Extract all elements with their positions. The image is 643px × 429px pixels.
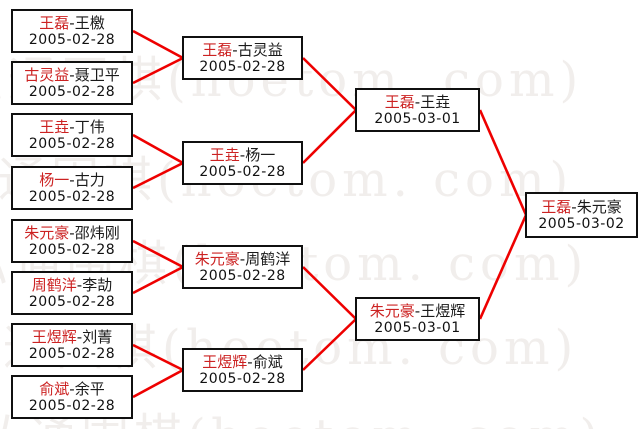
player-opponent: 杨一 (245, 145, 276, 164)
match-box-r1-1: 王磊-王檄 2005-02-28 (11, 9, 133, 53)
match-players: 王垚-杨一 (210, 146, 275, 164)
match-date: 2005-02-28 (28, 188, 116, 205)
player-opponent: 古力 (74, 170, 105, 189)
player-opponent: 王垚 (420, 92, 451, 111)
vs-dash: - (414, 301, 421, 320)
match-box-final: 王磊-朱元豪 2005-03-02 (525, 192, 638, 238)
player-opponent: 聂卫平 (74, 65, 120, 84)
match-players: 王磊-朱元豪 (541, 198, 621, 216)
match-date: 2005-02-28 (199, 58, 286, 75)
match-players: 杨一-古力 (39, 171, 104, 189)
match-date: 2005-02-28 (28, 135, 116, 152)
player-advancing: 周鹤洋 (31, 275, 77, 294)
match-date: 2005-02-28 (28, 397, 116, 414)
player-opponent: 古灵益 (237, 40, 283, 59)
match-players: 王垚-丁伟 (39, 118, 104, 136)
match-date: 2005-02-28 (199, 370, 286, 387)
match-players: 王磊-王垚 (385, 93, 450, 111)
vs-dash: - (247, 352, 253, 371)
match-players: 王煜辉-刘菁 (32, 328, 112, 346)
match-players: 古灵益-聂卫平 (24, 66, 119, 84)
match-players: 朱元豪-王煜辉 (370, 302, 465, 320)
player-opponent: 朱元豪 (576, 197, 622, 216)
player-opponent: 王煜辉 (420, 301, 466, 320)
player-advancing: 王垚 (209, 145, 240, 164)
player-opponent: 邵炜刚 (74, 223, 120, 242)
match-date: 2005-02-28 (199, 267, 286, 284)
match-date: 2005-03-01 (374, 319, 461, 336)
vs-dash: - (239, 145, 246, 164)
match-box-r1-3: 王垚-丁伟 2005-02-28 (11, 113, 133, 157)
match-box-r1-6: 周鹤洋-李劼 2005-02-28 (11, 271, 133, 315)
player-advancing: 俞斌 (39, 379, 70, 398)
match-players: 俞斌-余平 (39, 380, 104, 398)
player-opponent: 余平 (74, 379, 105, 398)
match-box-r1-4: 杨一-古力 2005-02-28 (11, 166, 133, 210)
player-advancing: 朱元豪 (24, 223, 70, 242)
vs-dash: - (69, 379, 75, 398)
player-advancing: 王磊 (384, 92, 415, 111)
match-box-sf-2: 朱元豪-王煜辉 2005-03-01 (355, 297, 480, 341)
match-date: 2005-03-01 (374, 110, 461, 127)
player-opponent: 王檄 (74, 13, 105, 32)
vs-dash: - (414, 92, 421, 111)
player-advancing: 杨一 (39, 170, 70, 189)
vs-dash: - (571, 197, 577, 216)
vs-dash: - (69, 13, 75, 32)
player-opponent: 周鹤洋 (245, 249, 291, 268)
match-box-r2-1: 王磊-古灵益 2005-02-28 (182, 36, 303, 80)
match-players: 王磊-王檄 (39, 14, 104, 32)
player-advancing: 朱元豪 (194, 249, 240, 268)
match-date: 2005-02-28 (28, 293, 116, 310)
watermark-text: 弘通围棋(hoetom. com) (0, 397, 603, 429)
match-players: 朱元豪-周鹤洋 (195, 250, 290, 268)
vs-dash: - (69, 65, 75, 84)
vs-dash: - (76, 275, 83, 294)
vs-dash: - (76, 327, 83, 346)
player-opponent: 刘菁 (82, 327, 113, 346)
player-opponent: 李劼 (82, 275, 113, 294)
match-players: 王磊-古灵益 (202, 41, 282, 59)
match-box-sf-1: 王磊-王垚 2005-03-01 (355, 88, 480, 132)
match-box-r2-2: 王垚-杨一 2005-02-28 (182, 141, 303, 185)
player-advancing: 王垚 (39, 117, 70, 136)
player-advancing: 朱元豪 (369, 301, 415, 320)
match-date: 2005-02-28 (28, 83, 116, 100)
vs-dash: - (69, 170, 75, 189)
match-players: 朱元豪-邵炜刚 (24, 224, 119, 242)
match-box-r2-3: 朱元豪-周鹤洋 2005-02-28 (182, 245, 303, 289)
vs-dash: - (232, 40, 238, 59)
vs-dash: - (239, 249, 246, 268)
match-box-r2-4: 王煜辉-俞斌 2005-02-28 (182, 348, 303, 392)
player-opponent: 丁伟 (74, 117, 105, 136)
player-advancing: 王磊 (541, 197, 572, 216)
match-date: 2005-02-28 (28, 31, 116, 48)
vs-dash: - (69, 117, 75, 136)
vs-dash: - (69, 223, 75, 242)
match-box-r1-8: 俞斌-余平 2005-02-28 (11, 375, 133, 419)
match-date: 2005-02-28 (199, 163, 286, 180)
player-advancing: 王煜辉 (202, 352, 248, 371)
match-date: 2005-02-28 (28, 241, 116, 258)
match-players: 周鹤洋-李劼 (32, 276, 112, 294)
player-opponent: 俞斌 (252, 352, 283, 371)
match-box-r1-2: 古灵益-聂卫平 2005-02-28 (11, 61, 133, 105)
match-date: 2005-03-02 (538, 215, 625, 232)
player-advancing: 古灵益 (24, 65, 70, 84)
match-box-r1-7: 王煜辉-刘菁 2005-02-28 (11, 323, 133, 367)
match-box-r1-5: 朱元豪-邵炜刚 2005-02-28 (11, 219, 133, 263)
match-date: 2005-02-28 (28, 345, 116, 362)
player-advancing: 王磊 (39, 13, 70, 32)
player-advancing: 王磊 (202, 40, 233, 59)
match-players: 王煜辉-俞斌 (202, 353, 282, 371)
player-advancing: 王煜辉 (31, 327, 77, 346)
